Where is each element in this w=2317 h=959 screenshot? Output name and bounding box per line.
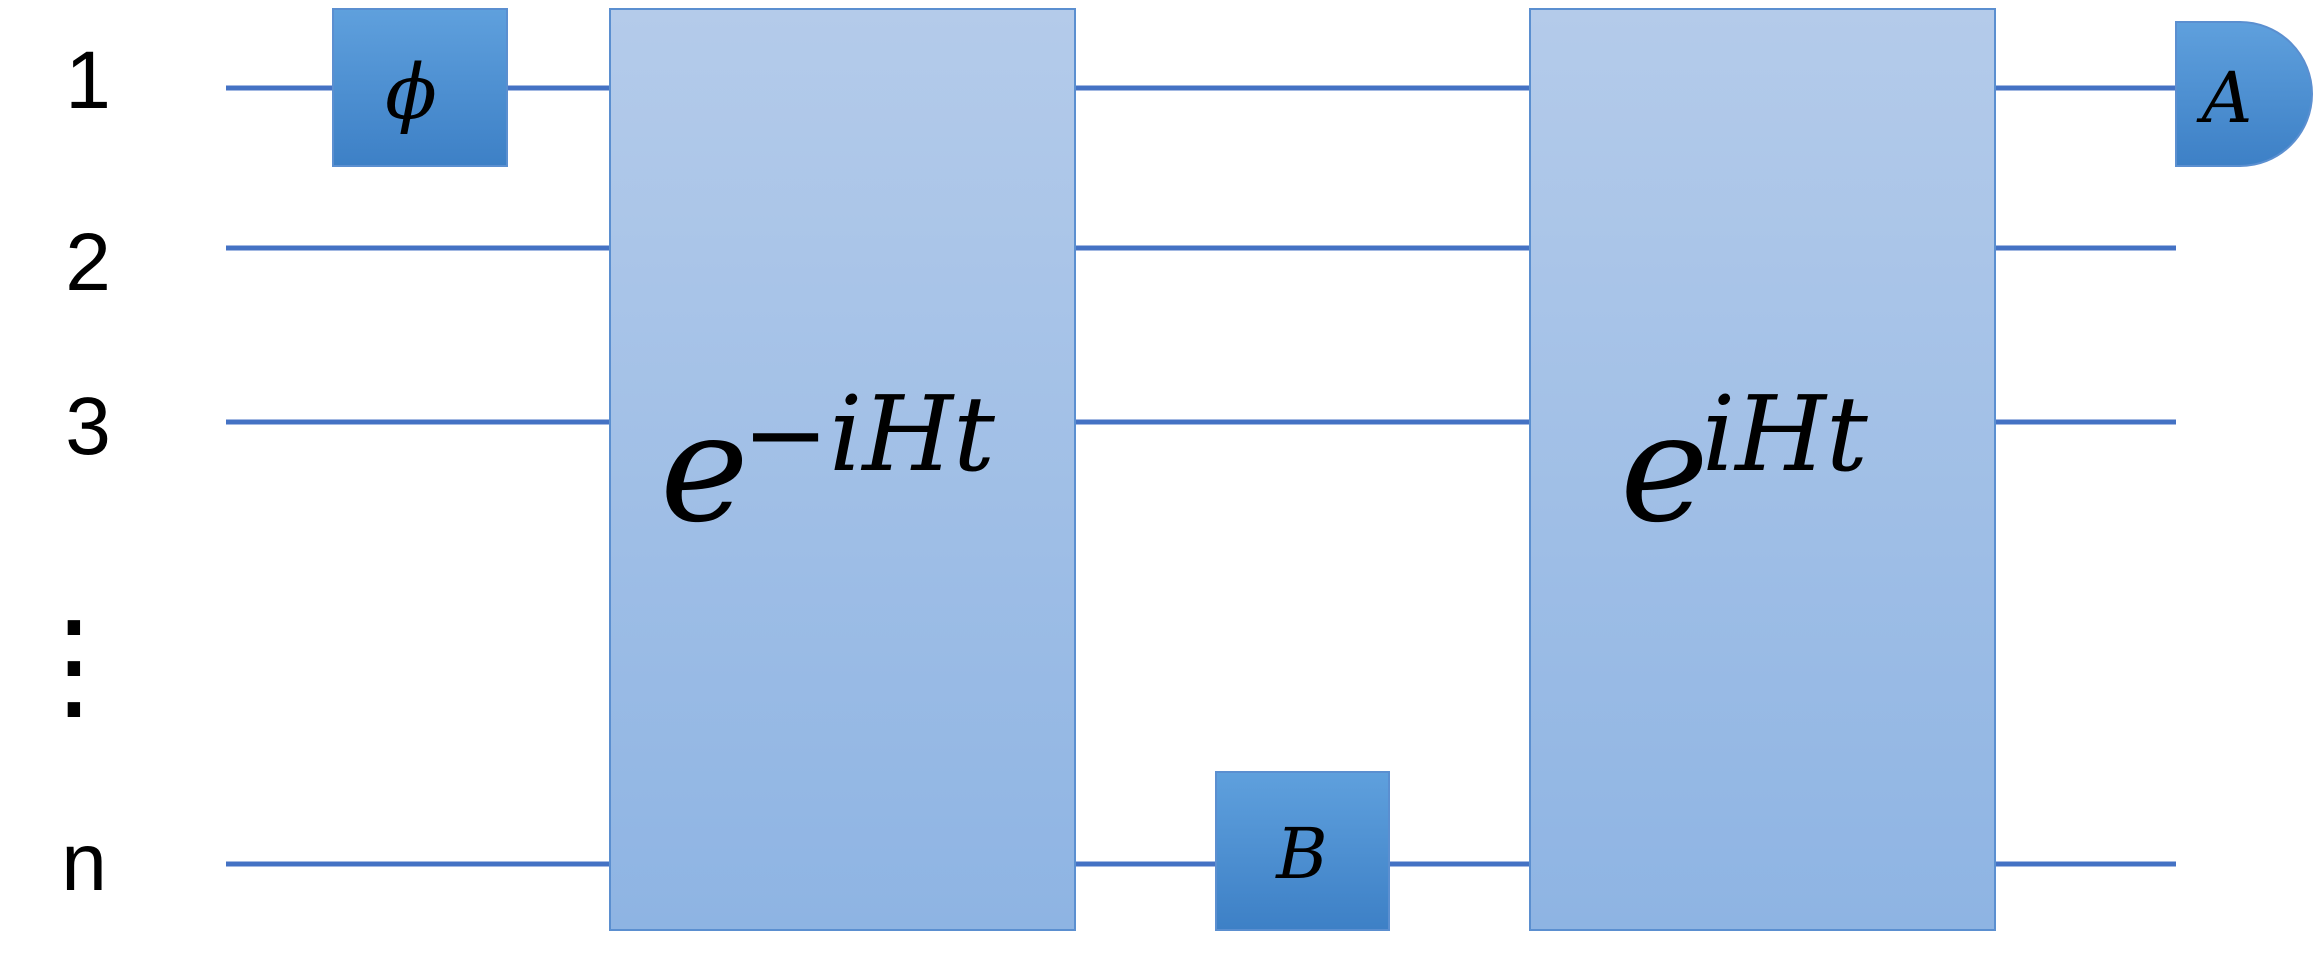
qubit-label-3: 3 bbox=[65, 381, 111, 472]
forward-evolution-block: e −iHt bbox=[609, 8, 1076, 931]
backward-evolution-exponent: iHt bbox=[1702, 373, 1868, 495]
qubit-label-n: n bbox=[61, 817, 107, 908]
b-gate: B bbox=[1215, 771, 1390, 931]
backward-evolution-block: e iHt bbox=[1529, 8, 1996, 931]
qubit-label-2: 2 bbox=[65, 217, 111, 308]
b-gate-label: B bbox=[1274, 813, 1327, 895]
phi-gate-label: ϕ bbox=[385, 47, 437, 136]
measurement-gate-label: A bbox=[2196, 57, 2253, 139]
forward-evolution-base: e bbox=[660, 382, 749, 556]
qubit-label-1: 1 bbox=[65, 35, 111, 126]
vertical-ellipsis: ⋮ bbox=[14, 598, 134, 732]
backward-evolution-base: e bbox=[1620, 382, 1709, 556]
forward-evolution-exponent: −iHt bbox=[742, 373, 995, 495]
phi-gate: ϕ bbox=[332, 8, 508, 167]
measurement-gate: A bbox=[2175, 21, 2313, 167]
